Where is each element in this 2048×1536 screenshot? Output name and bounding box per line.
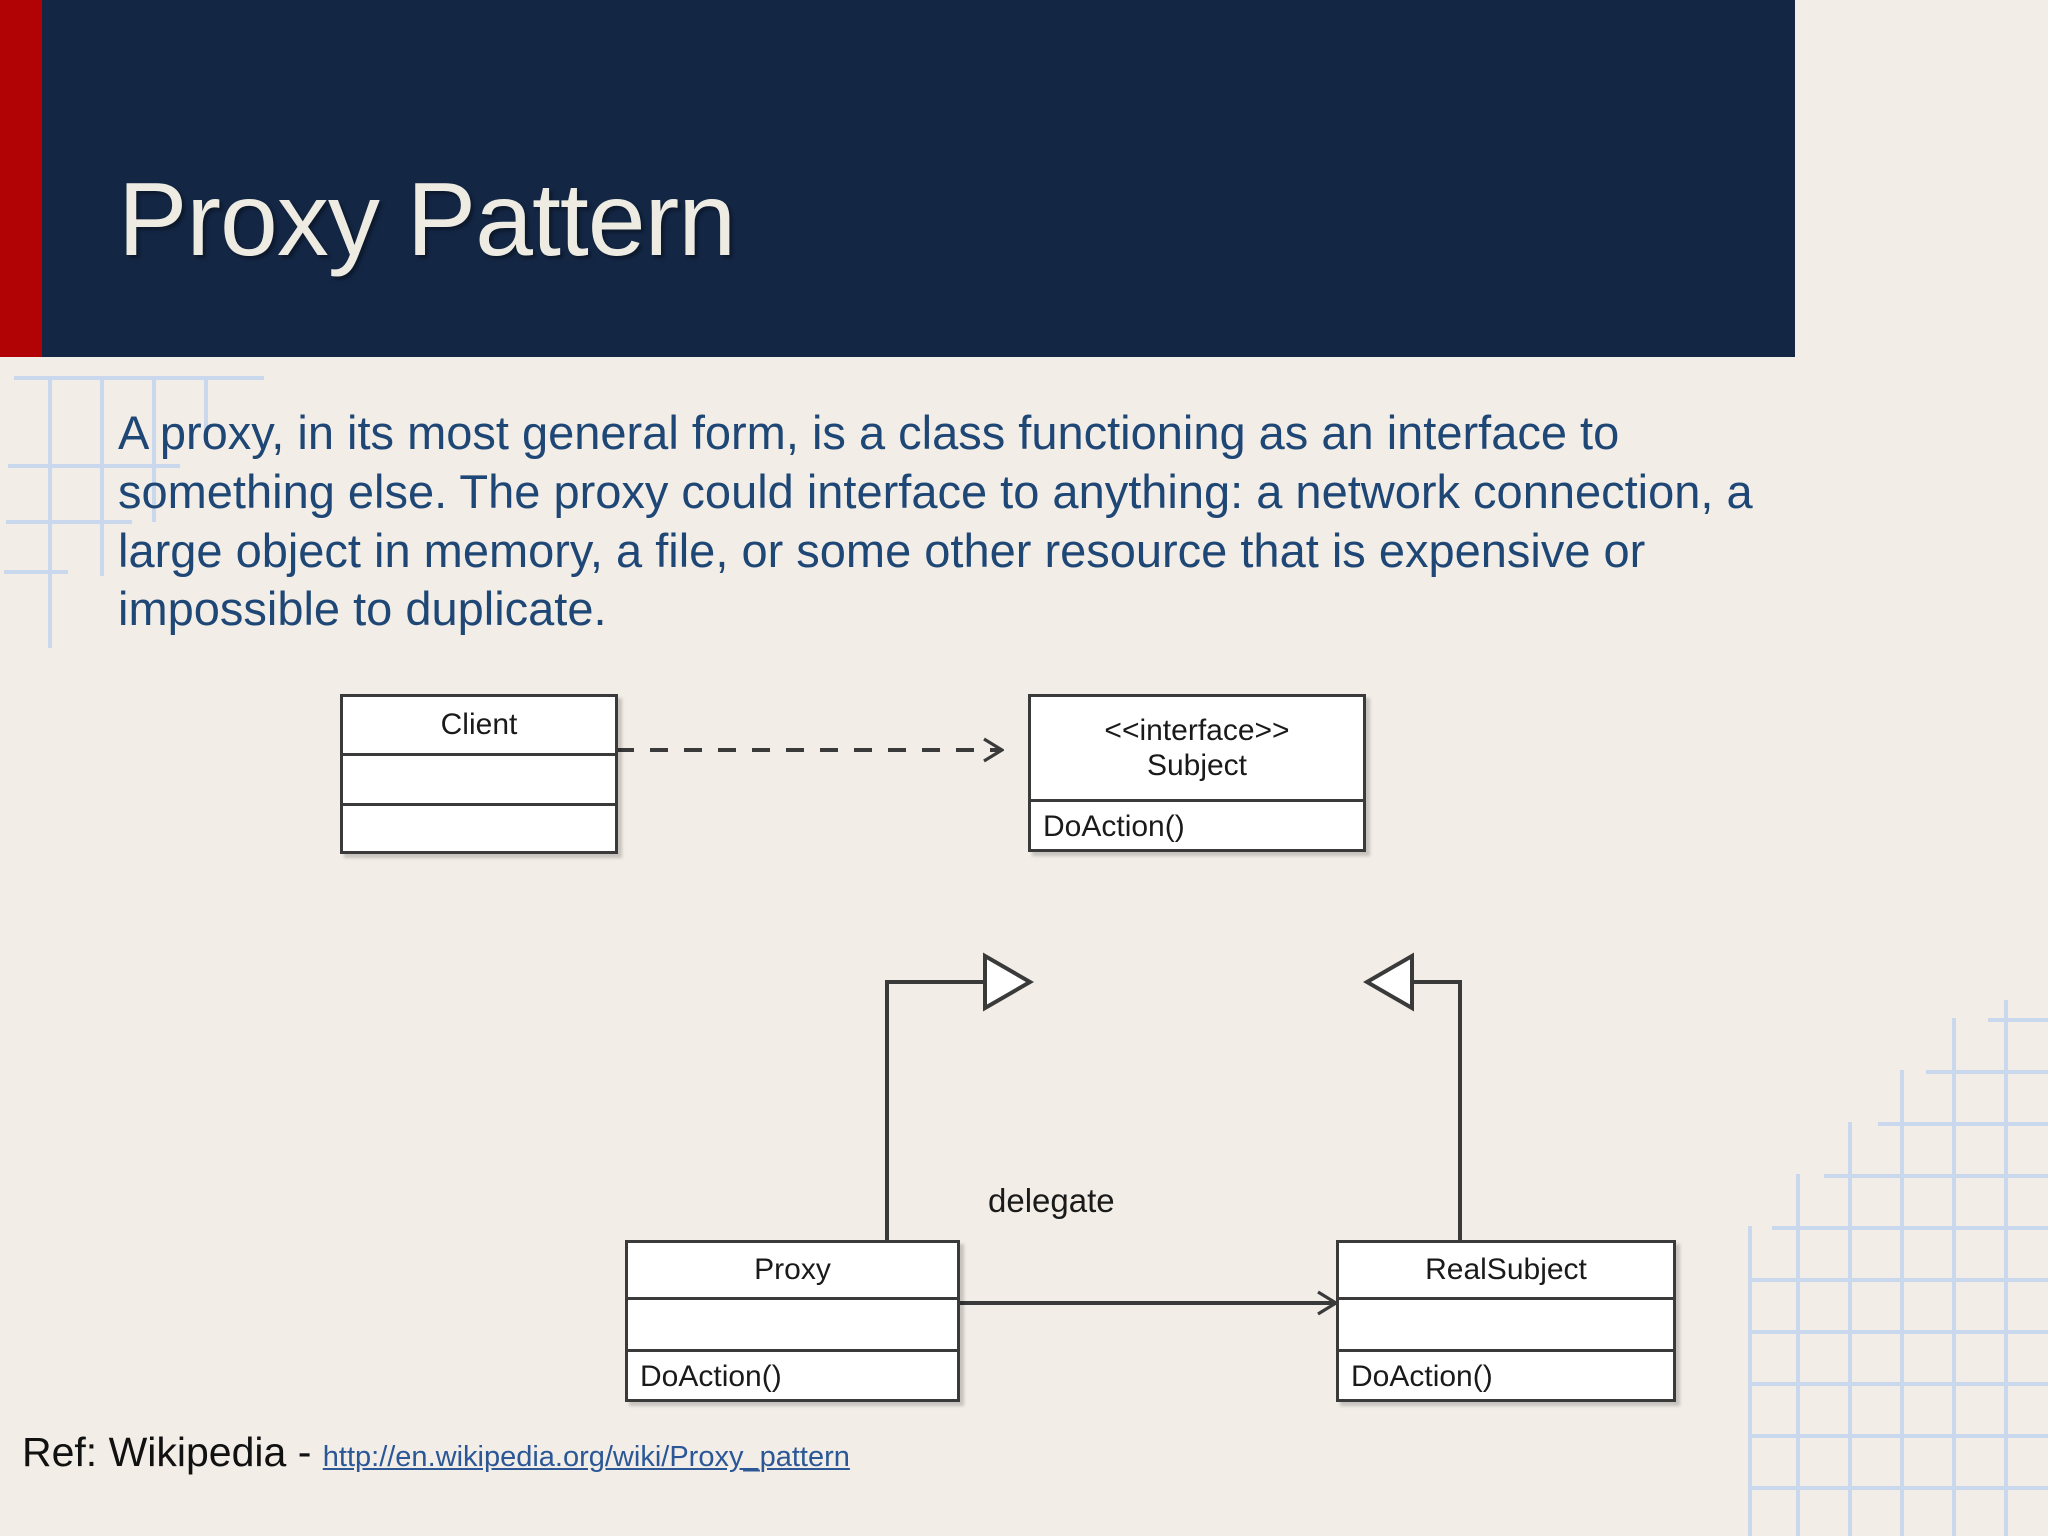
page-title: Proxy Pattern: [118, 162, 736, 278]
uml-subject-methods: DoAction(): [1031, 799, 1363, 851]
title-band: [0, 0, 1795, 357]
uml-client-name: Client: [440, 708, 518, 741]
uml-class-realsubject[interactable]: RealSubject DoAction(): [1336, 1240, 1676, 1402]
uml-edge-label-delegate: delegate: [988, 1182, 1115, 1219]
uml-client-attributes: [343, 753, 615, 803]
reference-footer: Ref: Wikipedia - http://en.wikipedia.org…: [22, 1429, 850, 1476]
uml-subject-name: Subject: [1146, 749, 1248, 782]
uml-class-subject[interactable]: <<interface>> Subject DoAction(): [1028, 694, 1366, 852]
realization-arrowhead-proxy: [983, 952, 1034, 1012]
uml-realsubject-attributes: [1339, 1297, 1673, 1349]
body-paragraph: A proxy, in its most general form, is a …: [118, 406, 1753, 636]
edge-realsubject-to-subject: [1412, 980, 1462, 1240]
realization-arrowhead-realsubject: [1363, 952, 1414, 1012]
reference-prefix: Ref: Wikipedia -: [22, 1429, 323, 1475]
uml-realsubject-methods: DoAction(): [1339, 1349, 1673, 1402]
uml-subject-stereotype: <<interface>>: [1104, 713, 1290, 747]
uml-class-proxy[interactable]: Proxy DoAction(): [625, 1240, 960, 1402]
uml-proxy-attributes: [628, 1297, 957, 1349]
uml-class-client[interactable]: Client: [340, 694, 618, 854]
uml-realsubject-name: RealSubject: [1425, 1253, 1587, 1286]
reference-link[interactable]: http://en.wikipedia.org/wiki/Proxy_patte…: [322, 1441, 850, 1473]
uml-class-diagram: Subject : dashed dependency --> Subject …: [0, 660, 2048, 1402]
title-accent-stripe: [0, 0, 42, 357]
uml-client-methods: [343, 803, 615, 851]
edge-proxy-to-subject: [885, 980, 985, 1240]
uml-edge-layer: Subject : dashed dependency --> Subject …: [616, 660, 1462, 1400]
uml-proxy-name: Proxy: [754, 1253, 831, 1286]
uml-subject-header: <<interface>> Subject: [1031, 697, 1363, 799]
uml-proxy-methods: DoAction(): [628, 1349, 957, 1402]
